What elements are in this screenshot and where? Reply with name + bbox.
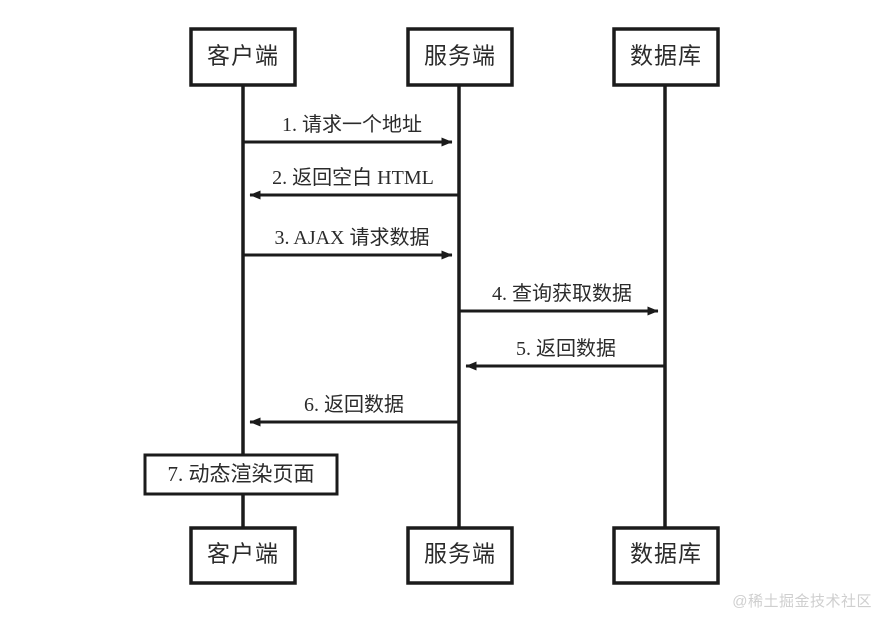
actor-label-client-bottom: 客户端 (207, 541, 279, 566)
actor-box-client-top[interactable]: 客户端 (189, 27, 297, 87)
message-4[interactable]: 4. 查询获取数据 (459, 282, 659, 316)
actor-box-database-top[interactable]: 数据库 (612, 27, 720, 87)
actor-label-database-bottom: 数据库 (630, 541, 702, 566)
actor-box-rect (406, 27, 514, 87)
message-5[interactable]: 5. 返回数据 (465, 337, 665, 371)
actor-label-database-top: 数据库 (630, 43, 702, 68)
actor-box-rect (612, 27, 720, 87)
actor-box-server-bottom[interactable]: 服务端 (406, 526, 514, 585)
message-1[interactable]: 1. 请求一个地址 (243, 113, 453, 147)
actor-box-rect (189, 526, 297, 585)
message-label-2: 2. 返回空白 HTML (272, 166, 434, 189)
actor-label-client-top: 客户端 (207, 43, 279, 68)
actor-label-server-bottom: 服务端 (424, 541, 496, 566)
actor-box-rect (406, 526, 514, 585)
actor-label-server-top: 服务端 (424, 43, 496, 68)
message-3[interactable]: 3. AJAX 请求数据 (243, 226, 453, 260)
watermark: @稀土掘金技术社区 (732, 593, 872, 610)
message-2[interactable]: 2. 返回空白 HTML (249, 166, 459, 200)
message-label-4: 4. 查询获取数据 (492, 282, 632, 305)
note-label-7: 7. 动态渲染页面 (168, 462, 315, 486)
note-dynamic-render[interactable]: 7. 动态渲染页面 (143, 453, 339, 496)
actor-box-rect (189, 27, 297, 87)
message-6[interactable]: 6. 返回数据 (249, 393, 459, 427)
actor-box-database-bottom[interactable]: 数据库 (612, 526, 720, 585)
note-box-rect (143, 453, 339, 496)
message-label-5: 5. 返回数据 (516, 337, 616, 360)
actor-box-client-bottom[interactable]: 客户端 (189, 526, 297, 585)
message-label-1: 1. 请求一个地址 (282, 113, 422, 136)
actor-box-rect (612, 526, 720, 585)
message-label-6: 6. 返回数据 (304, 393, 404, 416)
actor-box-server-top[interactable]: 服务端 (406, 27, 514, 87)
message-label-3: 3. AJAX 请求数据 (274, 226, 429, 249)
